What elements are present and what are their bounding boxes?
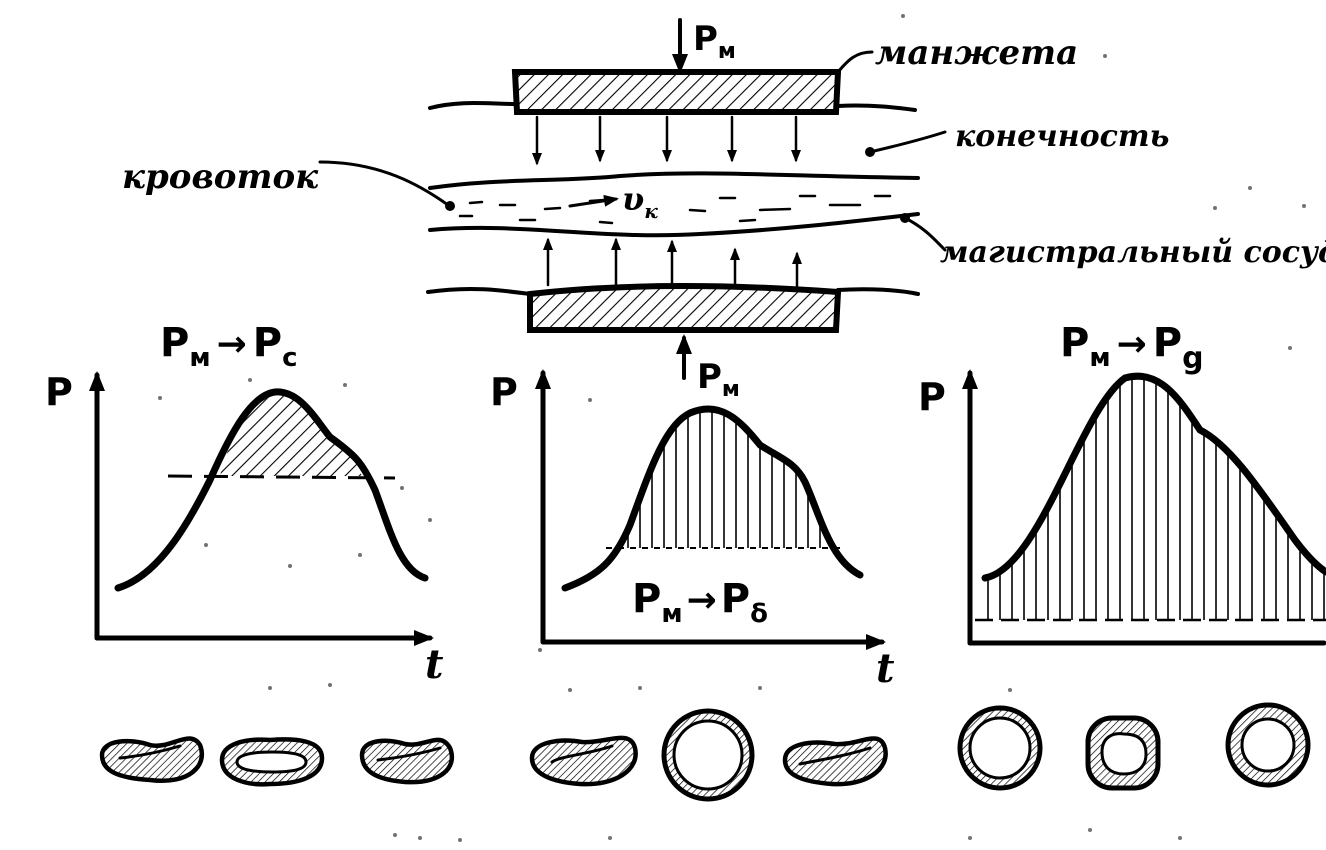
compression-arrows-down	[532, 115, 801, 166]
graph-systolic-x-label: t	[425, 641, 444, 688]
graph-systolic-threshold	[167, 474, 396, 480]
graph-between-y-label: P	[490, 370, 518, 414]
graph-systolic: Pм→Pс P t	[45, 320, 444, 688]
limb-leader	[868, 130, 947, 154]
graph-between: P t Pм→Pδ	[490, 369, 895, 692]
graph-between-x-label: t	[876, 645, 895, 692]
graph-diastolic: Pм→Pg P	[918, 320, 1326, 646]
bloodflow-label: кровоток	[122, 157, 319, 197]
limb-label: конечность	[955, 119, 1169, 154]
cuff-pressure-top-label: Pм	[693, 19, 736, 64]
cuff-pressure-bottom-label: Pм	[697, 357, 740, 402]
limb-outline-top-right	[836, 103, 917, 112]
bloodflow-pointer-dot	[445, 201, 455, 211]
cross-section-collapsed-3	[359, 737, 454, 785]
cuff-schematic: Pм манжета конечность	[122, 18, 1326, 402]
graph-between-hatch	[622, 408, 832, 548]
graph-diastolic-curve	[981, 372, 1326, 582]
bloodflow-arrow	[568, 194, 619, 208]
cross-section-collapsed-2	[219, 737, 325, 787]
vessel-label: магистральный сосуд	[940, 235, 1326, 270]
cross-section-open-3	[1085, 715, 1161, 791]
bloodflow-velocity: υк	[622, 180, 658, 223]
cross-section-partial-1	[529, 735, 638, 787]
vessel-leader	[903, 216, 947, 252]
cuff-upper	[511, 69, 842, 115]
graph-between-title: Pм→Pδ	[632, 576, 768, 629]
cross-sections	[99, 702, 1311, 802]
scan-noise	[158, 14, 1306, 842]
cross-section-open-2	[957, 705, 1043, 791]
graph-systolic-curve	[114, 388, 429, 592]
graph-diastolic-hatch	[985, 376, 1326, 620]
graph-diastolic-title: Pм→Pg	[1060, 320, 1204, 376]
bloodflow-leader	[318, 160, 450, 207]
limb-outline-top-left	[428, 101, 517, 110]
cuff-leader	[836, 50, 874, 74]
limb-outline-bottom-left	[426, 286, 532, 296]
graph-systolic-y-label: P	[45, 370, 73, 414]
vessel-wall-upper	[428, 171, 920, 190]
graph-diastolic-y-label: P	[918, 375, 946, 419]
cross-section-collapsed-1	[99, 736, 204, 784]
graph-systolic-hatch	[220, 391, 362, 476]
cuff-label: манжета	[875, 33, 1078, 73]
vessel-wall-lower	[428, 212, 920, 238]
compression-arrows-up	[543, 237, 802, 289]
bloodflow-dashes	[458, 194, 892, 225]
graph-between-curve	[561, 405, 864, 592]
graph-systolic-title: Pм→Pс	[160, 320, 298, 373]
limb-outline-bottom-right	[836, 287, 920, 296]
cross-section-open-4	[1225, 702, 1311, 788]
cross-section-partial-2	[782, 736, 888, 787]
cuff-lower	[527, 283, 842, 333]
cross-section-open-1	[661, 708, 755, 802]
